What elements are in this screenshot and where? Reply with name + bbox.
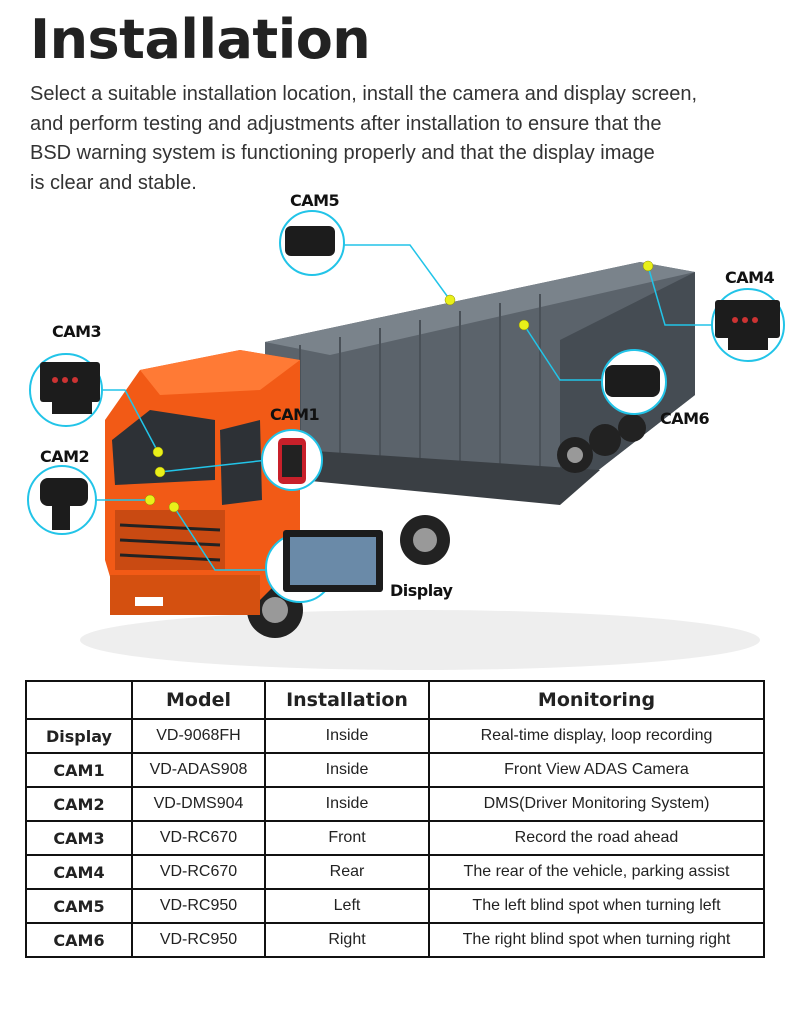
cell-monitoring: The right blind spot when turning right bbox=[428, 922, 765, 958]
cell-model: VD-RC670 bbox=[131, 854, 266, 890]
truck-illustration bbox=[27, 210, 785, 670]
cell-device: CAM5 bbox=[25, 888, 133, 924]
cell-model: VD-RC950 bbox=[131, 888, 266, 924]
intro-line: BSD warning system is functioning proper… bbox=[30, 142, 655, 164]
cell-device: CAM3 bbox=[25, 820, 133, 856]
installation-illustration: CAM5 CAM4 CAM3 CAM1 CAM2 CAM6 Display bbox=[0, 190, 790, 680]
cell-model: VD-RC670 bbox=[131, 820, 266, 856]
header-installation: Installation bbox=[264, 680, 430, 720]
cell-device: CAM2 bbox=[25, 786, 133, 822]
cell-installation: Inside bbox=[264, 752, 430, 788]
cell-device: CAM6 bbox=[25, 922, 133, 958]
cell-model: VD-DMS904 bbox=[131, 786, 266, 822]
cam2-label: CAM2 bbox=[40, 447, 90, 466]
cell-installation: Front bbox=[264, 820, 430, 856]
table-header-row: Model Installation Monitoring bbox=[25, 680, 765, 720]
cell-model: VD-9068FH bbox=[131, 718, 266, 754]
cell-device: Display bbox=[25, 718, 133, 754]
cell-monitoring: Real-time display, loop recording bbox=[428, 718, 765, 754]
cam5-label: CAM5 bbox=[290, 191, 340, 210]
cam6-label: CAM6 bbox=[660, 409, 710, 428]
cell-monitoring: Front View ADAS Camera bbox=[428, 752, 765, 788]
cell-monitoring: The left blind spot when turning left bbox=[428, 888, 765, 924]
cell-monitoring: Record the road ahead bbox=[428, 820, 765, 856]
cam3-label: CAM3 bbox=[52, 322, 102, 341]
display-label: Display bbox=[390, 581, 453, 600]
cell-installation: Right bbox=[264, 922, 430, 958]
cell-installation: Inside bbox=[264, 718, 430, 754]
cell-installation: Left bbox=[264, 888, 430, 924]
intro-line: Select a suitable installation location,… bbox=[30, 83, 698, 105]
intro-line: and perform testing and adjustments afte… bbox=[30, 112, 662, 135]
header-monitoring: Monitoring bbox=[428, 680, 765, 720]
cell-device: CAM1 bbox=[25, 752, 133, 788]
cam4-label: CAM4 bbox=[725, 268, 775, 287]
page-title: Installation bbox=[30, 8, 371, 71]
cell-model: VD-RC950 bbox=[131, 922, 266, 958]
cell-installation: Inside bbox=[264, 786, 430, 822]
intro-text: Select a suitable installation location,… bbox=[30, 80, 750, 198]
cell-monitoring: The rear of the vehicle, parking assist bbox=[428, 854, 765, 890]
cam1-label: CAM1 bbox=[270, 405, 320, 424]
truck-cab bbox=[105, 350, 300, 615]
cell-model: VD-ADAS908 bbox=[131, 752, 266, 788]
header-device bbox=[25, 680, 133, 720]
header-model: Model bbox=[131, 680, 266, 720]
cell-monitoring: DMS(Driver Monitoring System) bbox=[428, 786, 765, 822]
cell-installation: Rear bbox=[264, 854, 430, 890]
intro-line: is clear and stable. bbox=[30, 171, 197, 194]
cell-device: CAM4 bbox=[25, 854, 133, 890]
